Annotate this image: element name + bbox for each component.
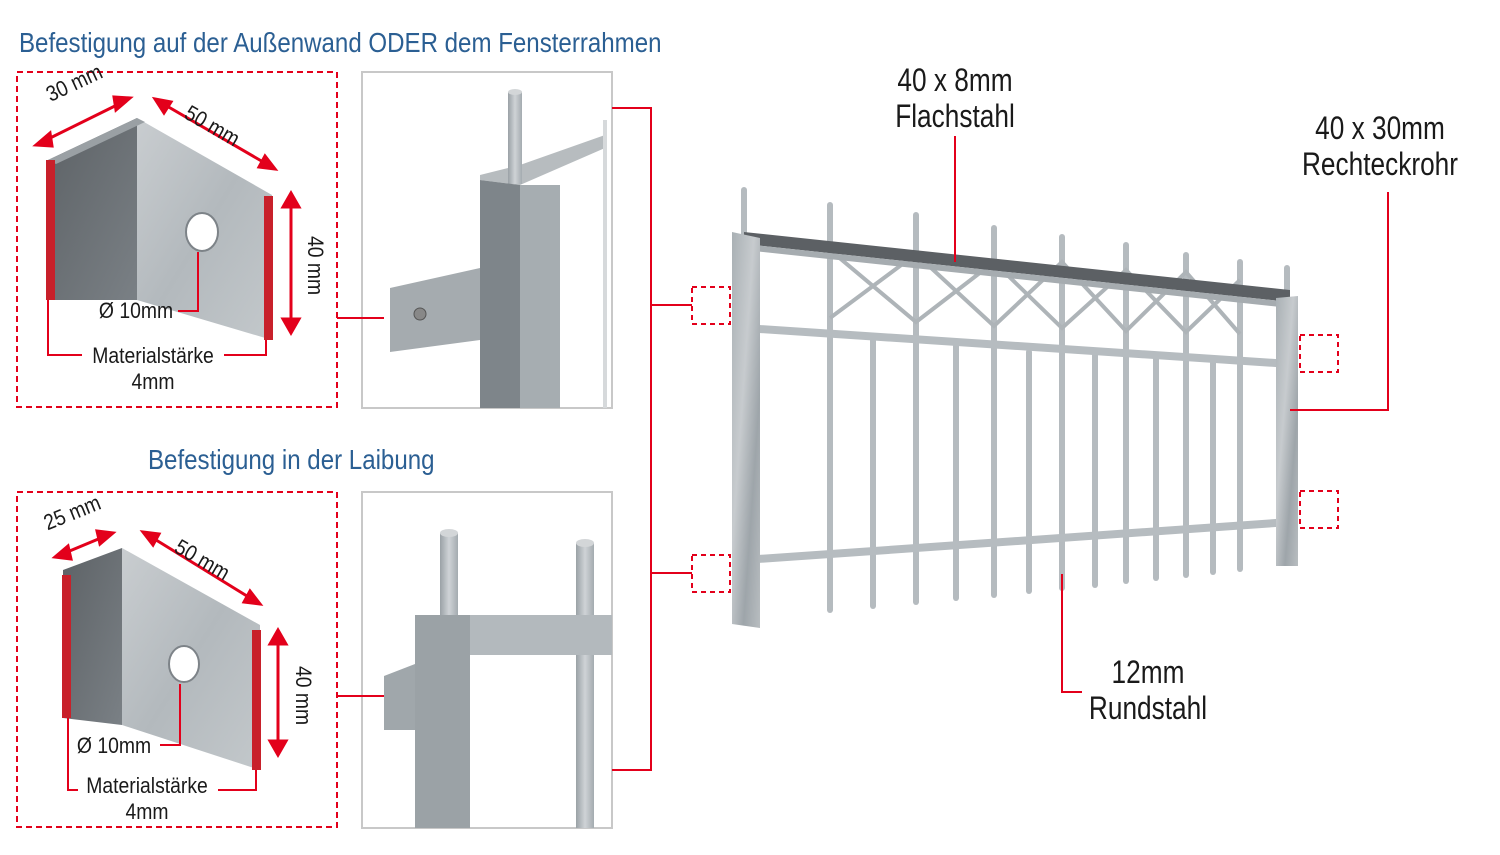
bracket-reveal-illustration: [62, 548, 261, 770]
material-label-reveal: Materialstärke: [86, 773, 208, 798]
section-title-wall: Befestigung auf der Außenwand ODER dem F…: [19, 27, 662, 58]
spec-flat-steel-name: Flachstahl: [895, 98, 1015, 134]
spec-rect-tube: 40 x 30mm Rechteckrohr: [1298, 110, 1462, 182]
bracket-box-reveal: [16, 491, 338, 828]
spec-rect-tube-name: Rechteckrohr: [1301, 146, 1459, 182]
spec-rect-tube-size: 40 x 30mm: [1315, 110, 1445, 146]
dimension-arrows-wall: [32, 95, 302, 337]
mount-markers: [691, 286, 1339, 593]
dim-height-wall: 40 mm: [303, 236, 328, 296]
spec-leader-lines: [954, 136, 1389, 693]
material-label-wall: Materialstärke: [92, 343, 214, 368]
spec-flat-steel-size: 40 x 8mm: [897, 62, 1013, 98]
dimension-arrows-reveal: [51, 529, 289, 759]
fence-illustration: [732, 187, 1298, 628]
hole-diameter-wall: Ø 10mm: [98, 298, 174, 323]
spec-flat-steel: 40 x 8mm Flachstahl: [873, 62, 1037, 134]
dim-height-reveal: 40 mm: [291, 666, 316, 726]
hole-diameter-reveal: Ø 10mm: [76, 733, 152, 758]
bracket-box-wall: [16, 71, 338, 408]
bracket-wall-illustration: [46, 118, 273, 340]
detail-photo-reveal: [361, 491, 613, 829]
spec-round-steel: 12mm Rundstahl: [1066, 654, 1230, 726]
reveal-mount-illustration: [384, 529, 612, 828]
leader-lines-reveal: [67, 684, 257, 791]
spec-round-steel-name: Rundstahl: [1088, 690, 1208, 726]
section-title-reveal: Befestigung in der Laibung: [148, 444, 435, 475]
connector-lines: [337, 107, 692, 771]
material-value-wall: 4mm: [131, 369, 175, 394]
spec-round-steel-size: 12mm: [1111, 654, 1185, 690]
material-value-reveal: 4mm: [125, 799, 169, 824]
wall-mount-illustration: [390, 89, 607, 408]
leader-lines-wall: [47, 252, 267, 356]
